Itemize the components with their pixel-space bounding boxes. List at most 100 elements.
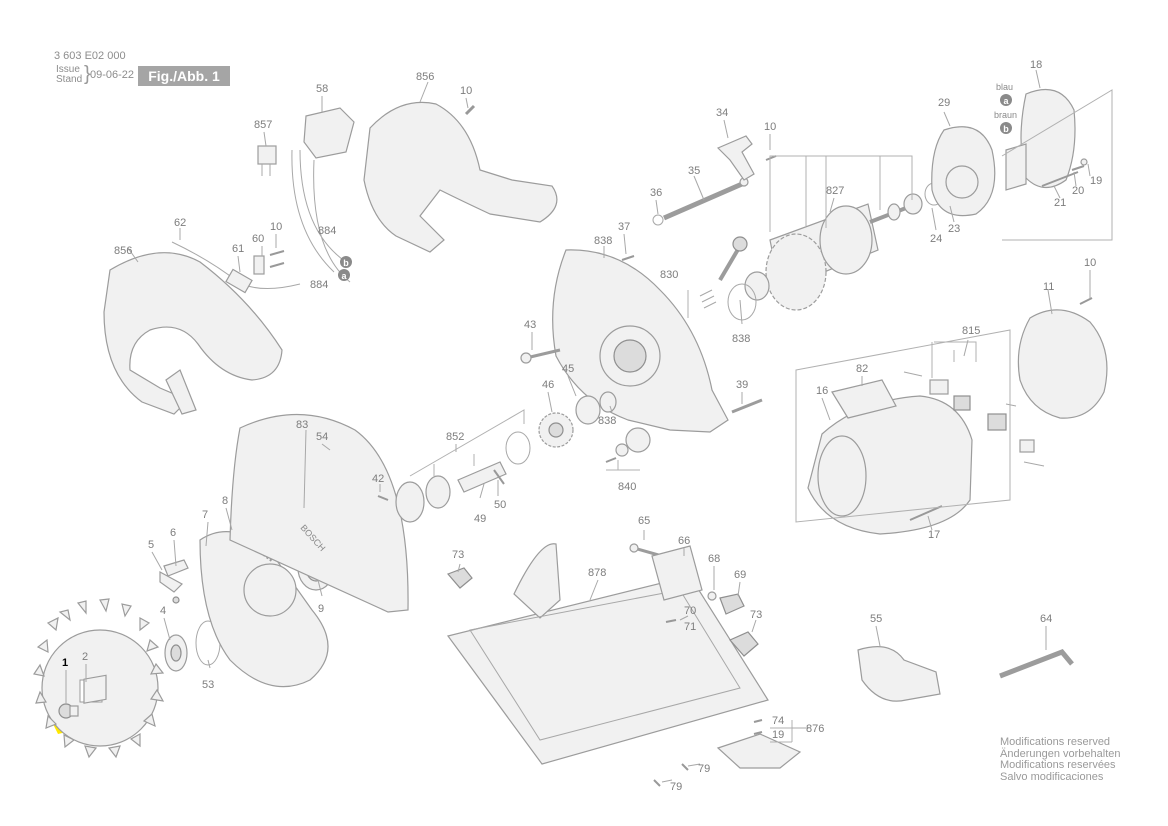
label-part-62: 62	[174, 217, 186, 229]
part-19-washer-top	[1080, 158, 1088, 166]
footer-line-fr: Modifications reservées	[1000, 759, 1116, 771]
label-part-34: 34	[716, 107, 728, 119]
label-part-36: 36	[650, 187, 662, 199]
part-16-motor-housing	[807, 395, 973, 535]
label-part-74: 74	[772, 715, 784, 727]
label-part-4: 4	[160, 605, 166, 617]
modifications-notice: Modifications reserved Änderungen vorbeh…	[1000, 736, 1120, 783]
label-part-66: 66	[678, 535, 690, 547]
part-7-lower-guard	[199, 531, 329, 688]
label-part-852: 852	[446, 431, 464, 443]
part-55-dust-adapter	[857, 646, 941, 702]
part-39-pin	[731, 398, 763, 414]
label-part-83: 83	[296, 419, 308, 431]
part-46-gear	[538, 412, 574, 448]
part-64-hex-key	[999, 649, 1074, 679]
label-part-79-a: 79	[698, 763, 710, 775]
part-70-71-screw	[665, 619, 677, 623]
label-part-878: 878	[588, 567, 606, 579]
label-part-68: 68	[708, 553, 720, 565]
label-part-7: 7	[202, 509, 208, 521]
part-60-clamp	[253, 255, 265, 275]
part-58-switch	[291, 107, 355, 283]
part-10-screw-top	[464, 104, 476, 116]
issue-date: 09-06-22	[90, 69, 135, 81]
part-armature-end-bearings	[887, 182, 944, 221]
label-part-35: 35	[688, 165, 700, 177]
wire-terminal-b-left: b	[340, 256, 352, 268]
part-10-screw-34	[765, 155, 777, 161]
part-876-blade-guide	[716, 733, 802, 769]
issue-stand-label: Issue Stand	[56, 65, 82, 85]
label-part-5: 5	[148, 539, 154, 551]
part-number-labels: 1 2 4 5 6 7 8 9 10 10 10 10 11 16 17 18 …	[62, 59, 1102, 793]
label-part-17: 17	[928, 529, 940, 541]
part-69-knob	[719, 593, 745, 615]
part-36-clip	[652, 214, 664, 226]
label-part-830: 830	[660, 269, 678, 281]
label-part-827: 827	[826, 185, 844, 197]
wire-terminal-a-left: a	[338, 269, 350, 281]
label-part-857: 857	[254, 119, 272, 131]
label-part-19-b: 19	[772, 729, 784, 741]
part-66-bracket	[651, 545, 703, 601]
label-part-18: 18	[1030, 59, 1042, 71]
label-part-54: 54	[316, 431, 328, 443]
label-part-838-b: 838	[732, 333, 750, 345]
label-part-10-a: 10	[460, 85, 472, 97]
label-part-61: 61	[232, 243, 244, 255]
part-1-bolt	[58, 703, 79, 719]
part-852-spindle-assembly	[395, 431, 531, 523]
part-82-label	[831, 379, 897, 419]
part-43-bolt	[520, 348, 561, 364]
wire-color-braun: braun	[994, 110, 1017, 120]
label-part-73-b: 73	[750, 609, 762, 621]
label-part-19-a: 19	[1090, 175, 1102, 187]
label-part-29: 29	[938, 97, 950, 109]
part-34-lever	[716, 135, 755, 181]
label-part-10-c: 10	[270, 221, 282, 233]
part-73-knob-right	[729, 631, 759, 657]
wire-b-text-left: b	[343, 258, 349, 268]
wire-color-blau: blau	[996, 82, 1013, 92]
part-29-fan-baffle	[931, 126, 996, 217]
part-838-gear-housing	[552, 249, 729, 433]
part-21-screw	[1041, 171, 1079, 187]
label-part-37: 37	[618, 221, 630, 233]
part-830-spindle-lock	[699, 236, 748, 309]
part-35-shaft	[663, 177, 749, 221]
label-part-49: 49	[474, 513, 486, 525]
part-2-washer	[83, 674, 107, 704]
label-part-64: 64	[1040, 613, 1052, 625]
label-part-876: 876	[806, 723, 824, 735]
label-part-10-d: 10	[1084, 257, 1096, 269]
footer-line-en: Modifications reserved	[1000, 736, 1111, 748]
label-part-21: 21	[1054, 197, 1066, 209]
label-part-39: 39	[736, 379, 748, 391]
label-part-55: 55	[870, 613, 882, 625]
label-part-1: 1	[62, 657, 68, 669]
figure-label: Fig./Abb. 1	[138, 66, 230, 86]
part-10-screw-endcap	[1079, 297, 1093, 305]
label-part-815: 815	[962, 325, 980, 337]
label-part-58: 58	[316, 83, 328, 95]
label-part-46: 46	[542, 379, 554, 391]
label-part-50: 50	[494, 499, 506, 511]
part-42-screw	[377, 495, 389, 501]
part-73-knob-left	[446, 567, 473, 589]
label-part-16: 16	[816, 385, 828, 397]
part-838-bearing-armature	[727, 271, 770, 321]
part-838-bearing-small	[599, 391, 617, 413]
wire-a-text-left: a	[341, 271, 347, 281]
label-part-884-a: 884	[318, 225, 336, 237]
label-part-71: 71	[684, 621, 696, 633]
part-815-brushes	[903, 371, 1045, 467]
label-part-45: 45	[562, 363, 574, 375]
label-part-79-b: 79	[670, 781, 682, 793]
leader-lines	[65, 69, 1091, 783]
label-part-43: 43	[524, 319, 536, 331]
brace-glyph: }	[84, 63, 91, 85]
part-61-sleeve	[225, 268, 253, 294]
part-4-flange	[164, 634, 188, 672]
